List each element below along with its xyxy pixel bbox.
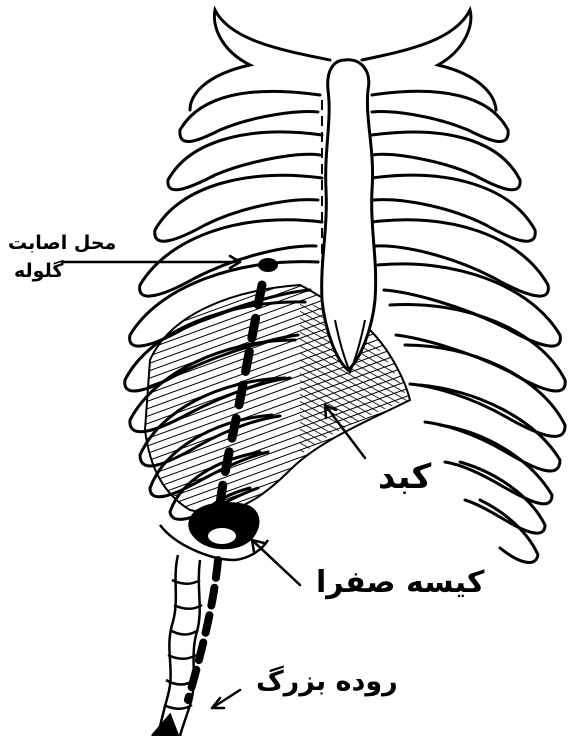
arrow-intestine <box>212 690 240 708</box>
large-intestine-label: روده بزرگ <box>256 668 398 695</box>
arrow-gallbladder <box>252 540 300 585</box>
gallbladder <box>160 503 268 560</box>
large-intestine <box>152 555 202 736</box>
bullet-entry-label-line2: گلوله <box>14 262 63 281</box>
gallbladder-label: کیسه صفرا <box>316 568 484 598</box>
bullet-entry-label-line1: محل اصابت <box>8 234 116 253</box>
bullet-entry-marker <box>258 258 278 272</box>
sternum <box>322 60 376 372</box>
liver-label: کبد <box>378 460 431 494</box>
